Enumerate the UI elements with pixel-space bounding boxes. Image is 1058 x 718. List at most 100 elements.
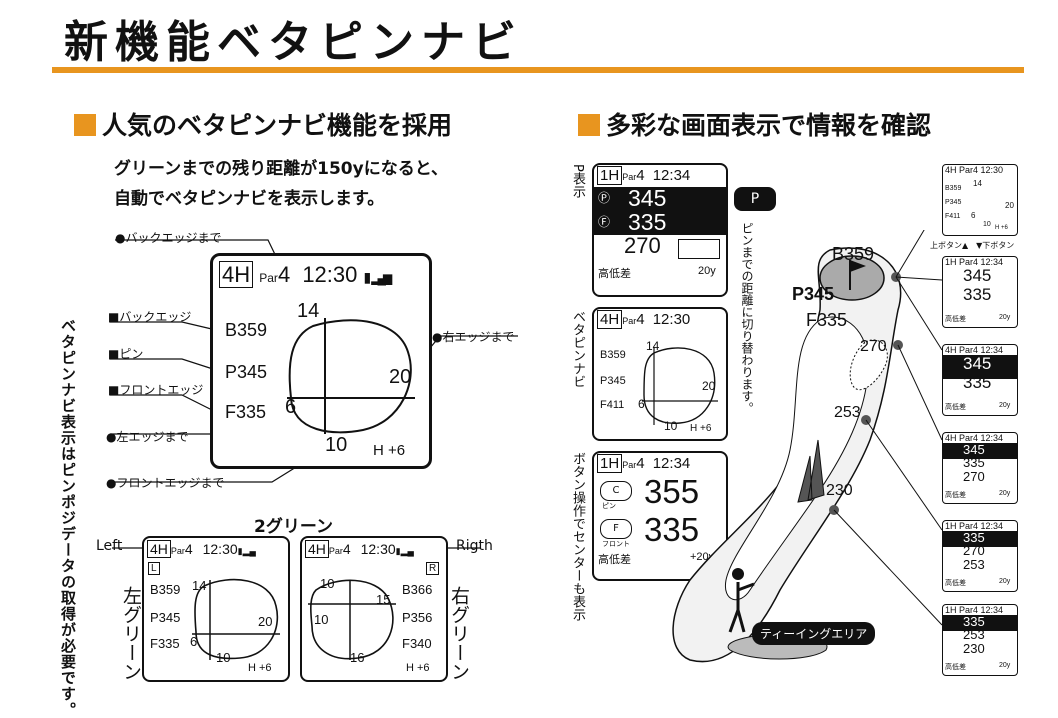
thumb-elev-label: 高低差 [945,580,966,587]
green-left-value: 6 [638,397,645,411]
callout-back-edge-to: ●バックエッジまで [115,231,222,245]
thumb-elev-label: 高低差 [945,664,966,671]
elevation-label: 高低差 [598,553,631,566]
height-diff: H +6 [248,662,272,674]
thumb-elev-value: 20y [999,402,1011,409]
right-tag: Rigth [456,538,493,554]
center-tag: ピン [602,502,616,510]
course-map [672,230,943,663]
par-value: 4 [636,311,645,328]
map-230: 230 [826,482,853,499]
height-diff: H +6 [690,423,712,434]
pin-flag-icon: P [734,187,776,211]
callout-back-edge: ■バックエッジ [108,310,192,324]
front-edge-value: F335 [150,636,180,651]
thumb-front-edge: F411 [945,213,961,220]
green-right-value: 20 [702,379,716,393]
green-outline [642,347,718,425]
thumb-elev-value: 20y [999,578,1011,585]
callout-pin: ■ピン [108,347,144,361]
green-bottom-value: 10 [325,434,348,456]
green-bottom-value: 10 [216,650,231,665]
p-display-label: P表示 [570,164,585,198]
thumb-value-a: 335 [963,530,985,545]
green-top-value: 10 [320,576,335,591]
height-diff: H +6 [406,662,430,674]
beta-display-label: ベタピンナビ [570,310,585,388]
pin-value: P345 [150,610,181,625]
back-edge-value: B359 [225,320,268,340]
par-label: Par [328,546,343,556]
pin-value: P356 [402,610,433,625]
pin-icon: Ⓟ [598,191,611,205]
green-right-value: 20 [389,366,412,388]
center-display-label: ボタン操作でセンターも表示 [570,452,585,621]
thumb-dark-band [943,615,1017,631]
battery-icon: ▮▂▄ [237,546,256,556]
par-label: Par [622,172,637,182]
green-left-value: 6 [285,396,297,418]
front-distance: 335 [644,511,700,548]
thumb-elev-label: 高低差 [945,492,966,499]
vertical-note: ベタピンナビ表示はピンポジデータの取得が必要です。 [59,318,77,718]
green-top-value: 14 [192,578,207,593]
center-distance: 355 [644,473,700,510]
thumb-value-c: 270 [963,543,985,558]
thumb-elev-label: 高低差 [945,316,966,323]
square-bullet-icon [578,114,600,136]
thumb-value-a: 345 [963,354,992,373]
par-value: 4 [342,541,351,557]
thumb-pin: P345 [945,199,962,206]
front-edge-value: F335 [225,402,267,422]
right-heading-text: 多彩な画面表示で情報を確認 [606,111,932,140]
back-edge-value: B359 [600,349,626,361]
thumb-back-edge: B359 [945,185,962,192]
pin-value: P345 [225,362,268,382]
par-label: Par [170,546,185,556]
right-green-label: 右グリーン [448,586,470,681]
elevation-label: 高低差 [598,267,631,280]
callout-front-edge: ■フロントエッジ [108,383,204,397]
green-right-value: 15 [376,592,391,607]
thumb-header: 4H Par4 12:34 [945,433,1004,443]
thumb-value-d: 253 [963,557,985,572]
front-edge-value: F411 [600,399,625,411]
thumb-value-a: 335 [963,614,985,629]
left-green-label: 左グリーン [120,586,142,681]
map-pin: P345 [792,284,835,304]
thumb-elev-label: 高低差 [945,404,966,411]
green-top-value: 14 [646,339,660,353]
green-outline [287,318,415,434]
lead-line-2: 自動でベタピンナビを表示します。 [114,189,385,209]
dark-band [594,187,726,235]
center-icon: C [600,481,632,501]
pin-distance: 345 [628,185,667,211]
thumb-value-d: 270 [963,469,985,484]
thumb-right: 20 [1005,201,1014,210]
thumb-dark-band [943,443,1017,459]
map-back-edge: B359 [832,244,875,264]
thumb-value-c: 253 [963,627,985,642]
map-front-edge: F335 [806,310,848,330]
par-label: Par [622,460,637,470]
battery-icon: ▮ [363,269,372,285]
main-device-screen: 4H Par4 12:30 ▮▂▄▆ B359 P345 F335 14 20 … [210,253,432,469]
thumb-dark-band [943,355,1017,379]
callout-left-edge-to: ●左エッジまで [106,430,189,444]
back-edge-value: B359 [150,582,181,597]
green-left-value: 10 [314,612,329,627]
lead-line-1: グリーンまでの残り距離が150yになると、 [114,159,449,179]
clock: 12:34 [652,455,691,472]
par-value: 4 [636,455,645,472]
par-value: 4 [184,541,193,557]
thumb-dark-band [943,531,1017,547]
thumb-elev-value: 20y [999,662,1011,669]
green-bottom-value: 10 [664,419,678,433]
